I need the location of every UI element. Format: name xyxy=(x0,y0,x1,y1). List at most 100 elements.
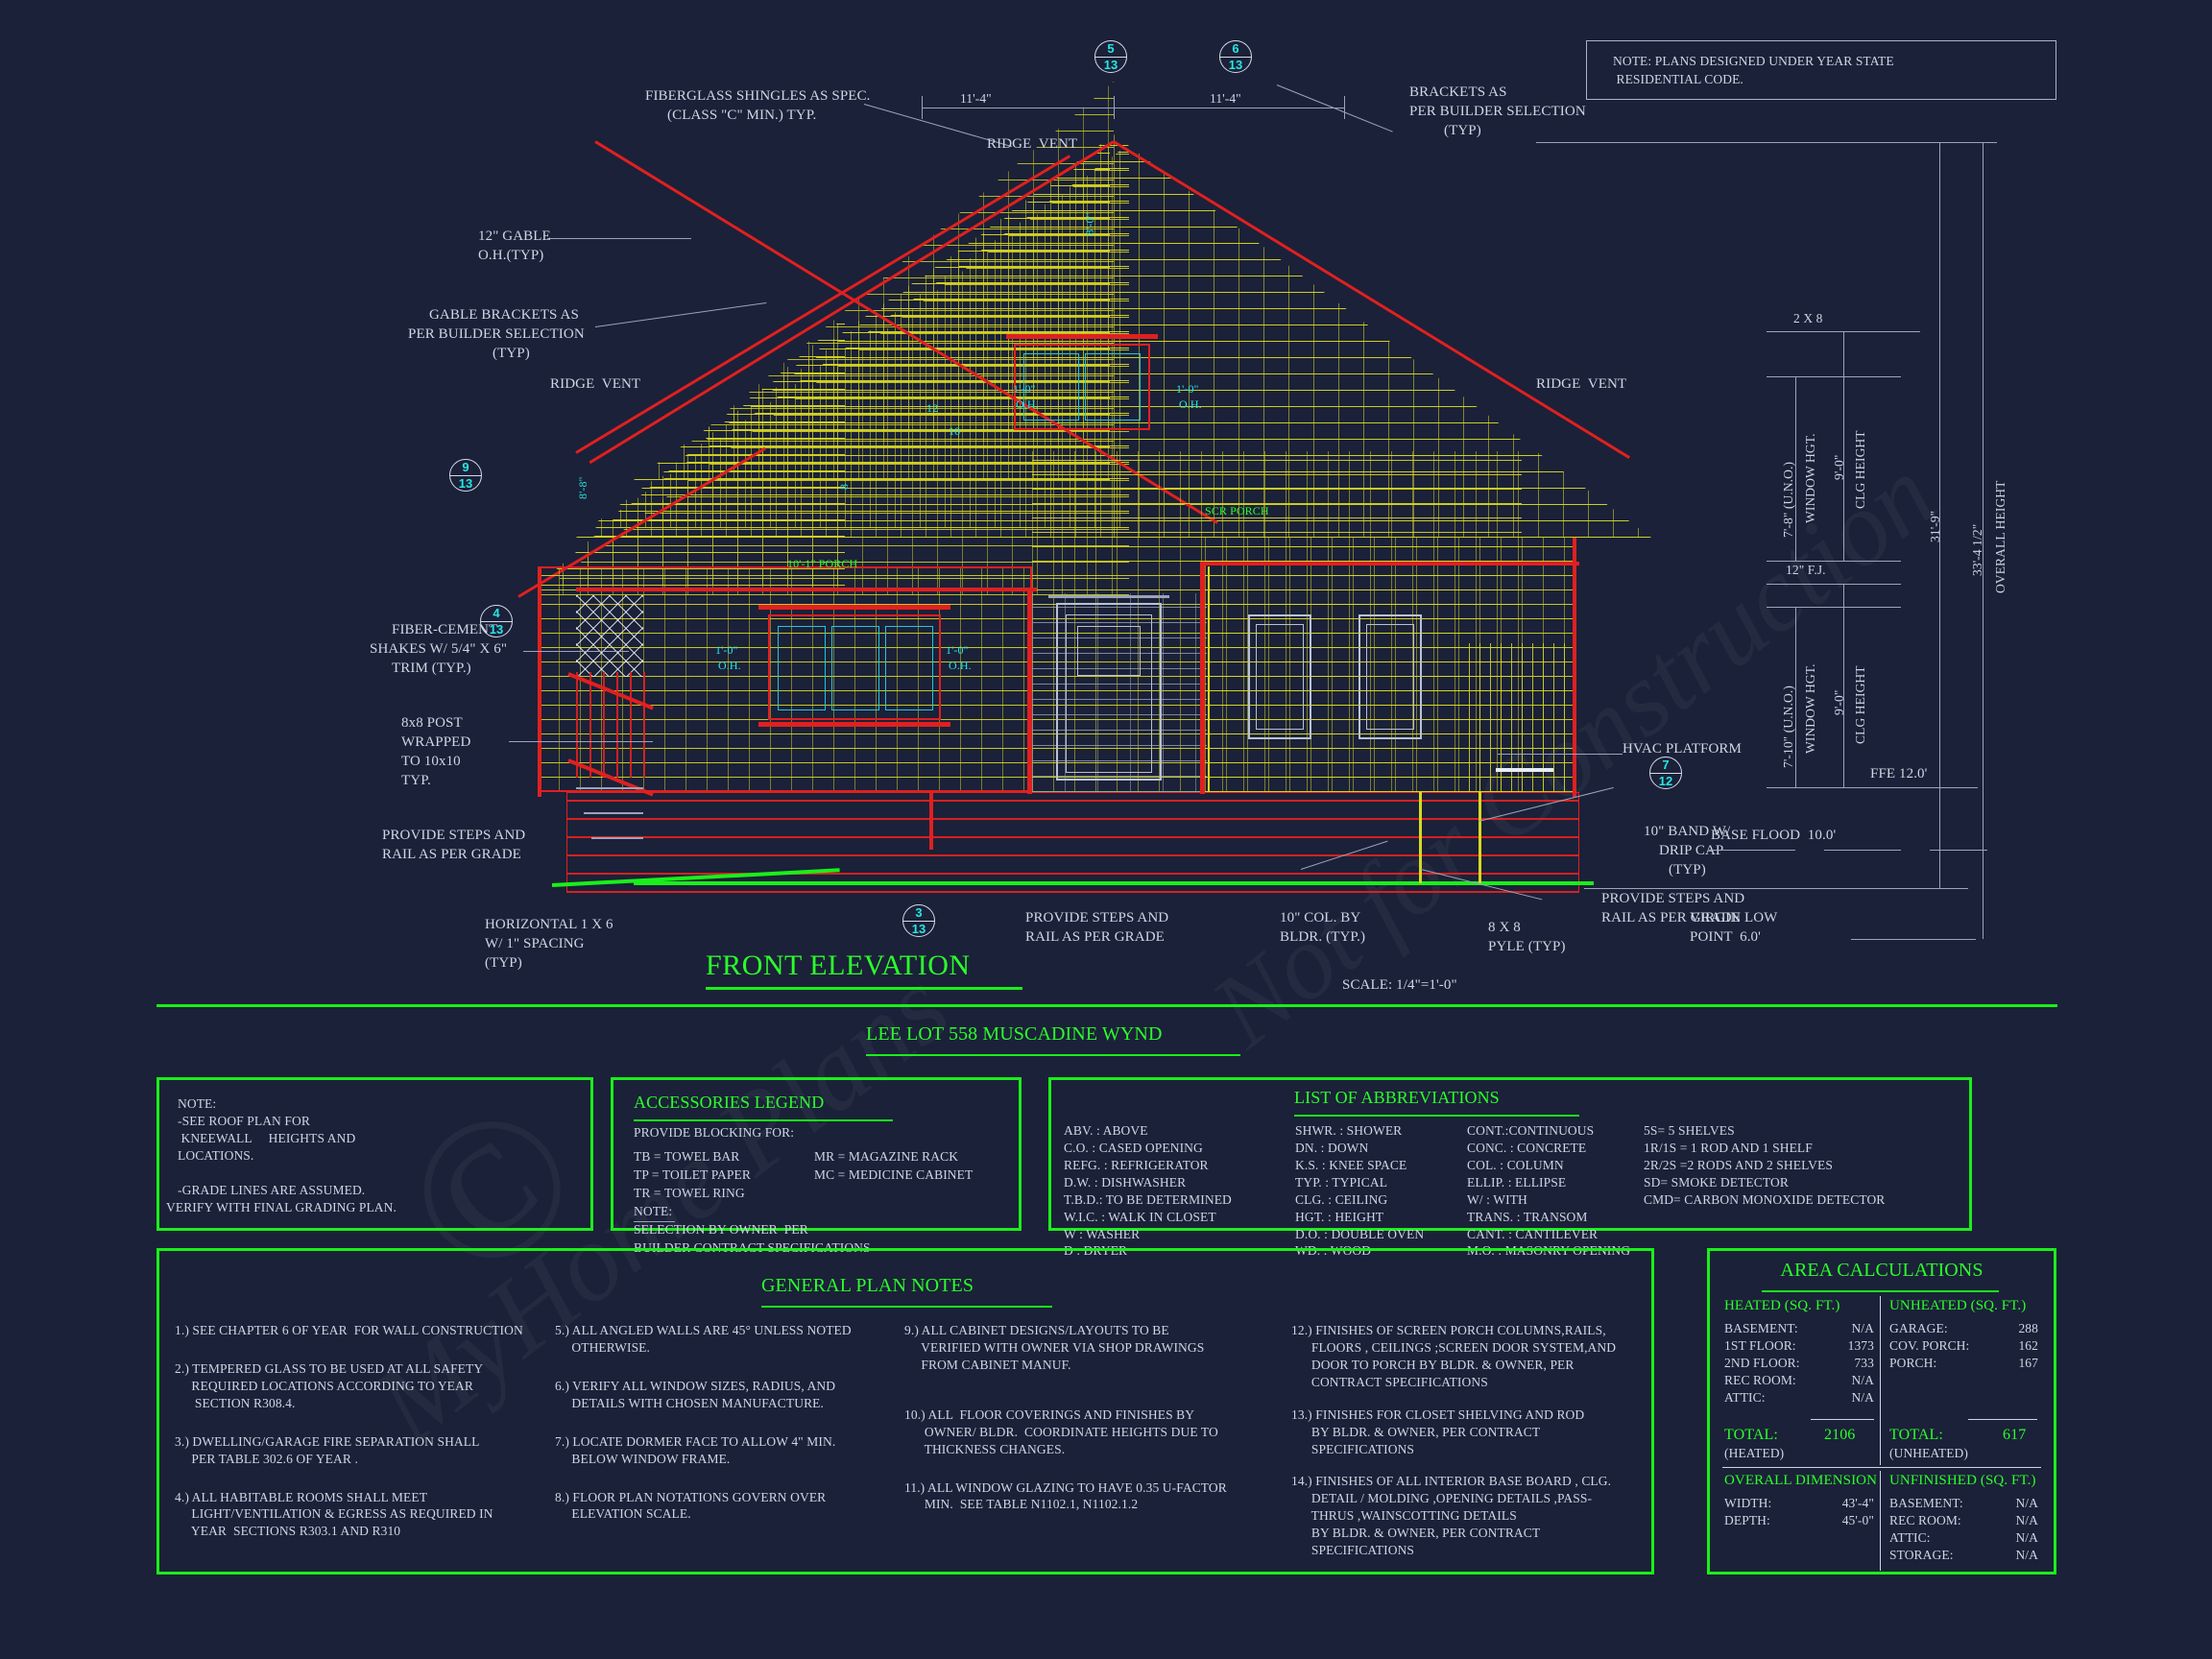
detail-bubble-9-13[interactable]: 9 13 xyxy=(449,459,482,492)
plan-note-2: 2.) TEMPERED GLASS TO BE USED AT ALL SAF… xyxy=(175,1361,483,1411)
abbrev-1-6: W : WASHER xyxy=(1064,1226,1141,1241)
ext-line-baseflood xyxy=(1709,850,1795,851)
detail-bubble-7-12[interactable]: 7 12 xyxy=(1649,757,1682,789)
area-col-divider xyxy=(1880,1296,1881,1465)
area-col-divider-lower xyxy=(1880,1471,1881,1571)
dim-line-31-9 xyxy=(1939,142,1940,889)
detail-bubble-4-13[interactable]: 4 13 xyxy=(480,605,513,637)
label-virgin-low-2: POINT 6.0' xyxy=(1690,929,1761,945)
step-line-1 xyxy=(576,787,643,789)
unfinished-row-value: N/A xyxy=(2015,1529,2038,1545)
dormer-window-glass-left xyxy=(1023,353,1079,421)
wall-right-vertical-siding xyxy=(1469,643,1570,792)
note-panel xyxy=(156,1077,593,1231)
label-post-3: TO 10x10 xyxy=(401,754,461,769)
note-line-6: VERIFY WITH FINAL GRADING PLAN. xyxy=(166,1199,397,1214)
note-line-1: -SEE ROOF PLAN FOR xyxy=(178,1113,310,1128)
window-right-2-frame xyxy=(1358,614,1422,739)
heated-row-value: N/A xyxy=(1851,1389,1874,1405)
plan-note-12-l2: DOOR TO PORCH BY BLDR. & OWNER, PER xyxy=(1291,1357,1575,1372)
plan-note-4: 4.) ALL HABITABLE ROOMS SHALL MEET LIGHT… xyxy=(175,1490,493,1540)
general-plan-notes-title: GENERAL PLAN NOTES xyxy=(761,1275,974,1296)
abbrev-2-4: CLG. : CEILING xyxy=(1295,1191,1388,1207)
window-right-2-glass xyxy=(1366,624,1414,730)
dim-window-hgt-lower-value: 7'-10" (U.N.O.) xyxy=(1781,685,1795,768)
plan-note-9-l1: VERIFIED WITH OWNER VIA SHOP DRAWINGS xyxy=(904,1339,1205,1355)
note-line-2: KNEEWALL HEIGHTS AND xyxy=(178,1130,356,1145)
bubble-top-num: 7 xyxy=(1662,757,1670,772)
overall-row-label: WIDTH: xyxy=(1724,1496,1772,1510)
dormer-window-header xyxy=(1006,334,1158,339)
label-fiberglass-shingles-1: FIBERGLASS SHINGLES AS SPEC. xyxy=(645,88,871,104)
plan-note-7: 7.) LOCATE DORMER FACE TO ALLOW 4" MIN. … xyxy=(555,1434,872,1467)
porch-post-right xyxy=(1200,562,1205,794)
dim-line-overall xyxy=(1983,142,1984,939)
plan-notes-col-2: 5.) ALL ANGLED WALLS ARE 45° UNLESS NOTE… xyxy=(555,1323,872,1522)
porch-post-trim xyxy=(1208,566,1210,792)
label-band-3: (TYP) xyxy=(1669,862,1706,878)
accessory-col1-2: TR = TOWEL RING xyxy=(634,1186,745,1200)
label-steps-left-1: PROVIDE STEPS AND xyxy=(382,828,526,843)
general-plan-notes-panel xyxy=(156,1248,1654,1575)
abbrev-col-2: SHWR. : SHOWER DN. : DOWN K.S. : KNEE SP… xyxy=(1295,1123,1424,1259)
plan-note-13: 13.) FINISHES FOR CLOSET SHELVING AND RO… xyxy=(1291,1407,1637,1457)
plan-note-9-l0: 9.) ALL CABINET DESIGNS/LAYOUTS TO BE xyxy=(904,1323,1169,1337)
abbrev-1-1: C.O. : CASED OPENING xyxy=(1064,1140,1203,1155)
abbrev-2-3: TYP. : TYPICAL xyxy=(1295,1174,1388,1190)
bubble-divider xyxy=(903,921,934,922)
foundation-outline xyxy=(566,792,1579,893)
unfinished-row-label: STORAGE: xyxy=(1889,1547,1954,1562)
front-door-head-trim xyxy=(1048,595,1169,598)
area-calculations-title: AREA CALCULATIONS xyxy=(1780,1260,1984,1281)
label-fiberglass-shingles-2: (CLASS "C" MIN.) TYP. xyxy=(667,108,817,123)
bubble-bottom-num: 13 xyxy=(489,622,504,637)
overall-rows: WIDTH: 43'-4" DEPTH: 45'-0" xyxy=(1724,1496,1874,1528)
grade-line-right xyxy=(1527,881,1594,885)
abbrev-2-5: HGT. : HEIGHT xyxy=(1295,1209,1384,1224)
dormer-window-glass-right xyxy=(1085,353,1141,421)
label-steps-right-1: PROVIDE STEPS AND xyxy=(1601,891,1745,906)
unfinished-row: BASEMENT: N/A xyxy=(1889,1496,2038,1511)
unheated-total-label: TOTAL: xyxy=(1889,1427,1943,1443)
abbreviations-underline xyxy=(1294,1115,1579,1117)
window-left-pane-1 xyxy=(778,626,826,710)
abbrev-4-0: 5S= 5 SHELVES xyxy=(1644,1123,1735,1138)
plan-note-14: 14.) FINISHES OF ALL INTERIOR BASE BOARD… xyxy=(1291,1474,1637,1558)
heated-total-value: 2106 xyxy=(1824,1427,1856,1443)
unheated-row-value: 288 xyxy=(2018,1321,2038,1335)
overall-row-value: 45'-0" xyxy=(1841,1512,1874,1527)
dim-right-span: 11'-4" xyxy=(1210,91,1241,106)
heated-row-value: N/A xyxy=(1851,1372,1874,1387)
ext-line-baseflood2 xyxy=(1824,850,1901,851)
detail-bubble-3-13[interactable]: 3 13 xyxy=(902,904,935,937)
abbreviations-title: LIST OF ABBREVIATIONS xyxy=(1294,1088,1500,1107)
dim-31-9: 31'-9" xyxy=(1928,510,1942,542)
bubble-divider xyxy=(1095,57,1126,58)
unfinished-row-label: REC ROOM: xyxy=(1889,1512,1961,1527)
label-gable-brackets-2: PER BUILDER SELECTION xyxy=(408,326,585,342)
project-title: LEE LOT 558 MUSCADINE WYND xyxy=(866,1023,1163,1045)
abbrev-3-1: CONC. : CONCRETE xyxy=(1467,1140,1587,1155)
plan-note-8-l0: 8.) FLOOR PLAN NOTATIONS GOVERN OVER xyxy=(555,1489,827,1504)
dim-line-clg-upper xyxy=(1843,331,1844,561)
detail-bubble-5-13[interactable]: 5 13 xyxy=(1094,40,1127,73)
grade-line-center xyxy=(634,881,1536,885)
label-ridge-vent-center: RIDGE VENT xyxy=(987,136,1078,152)
code-note-line-1: NOTE: PLANS DESIGNED UNDER YEAR STATE xyxy=(1613,54,1894,68)
unheated-row-label: GARAGE: xyxy=(1889,1321,1948,1335)
detail-bubble-6-13[interactable]: 6 13 xyxy=(1219,40,1252,73)
plan-note-7-l0: 7.) LOCATE DORMER FACE TO ALLOW 4" MIN. xyxy=(555,1433,836,1449)
plan-note-8: 8.) FLOOR PLAN NOTATIONS GOVERN OVER ELE… xyxy=(555,1490,872,1523)
column-mark-right-2 xyxy=(1419,792,1422,883)
accessories-note-line-1: BUILDER CONTRACT SPECIFICATIONS xyxy=(634,1240,871,1255)
note-line-4 xyxy=(178,1166,408,1181)
bubble-bottom-num: 13 xyxy=(1103,58,1118,72)
heated-row: ATTIC: N/A xyxy=(1724,1390,1874,1406)
window-left-pane-3 xyxy=(885,626,933,710)
label-ridge-vent-right: RIDGE VENT xyxy=(1536,376,1627,392)
overall-row: DEPTH: 45'-0" xyxy=(1724,1513,1874,1528)
label-virgin-low-1: VIRGIN LOW xyxy=(1690,910,1778,926)
unheated-total-sub: (UNHEATED) xyxy=(1889,1446,1968,1460)
label-horizontal-siding-2: W/ 1" SPACING xyxy=(485,936,585,951)
unfinished-row: STORAGE: N/A xyxy=(1889,1548,2038,1563)
